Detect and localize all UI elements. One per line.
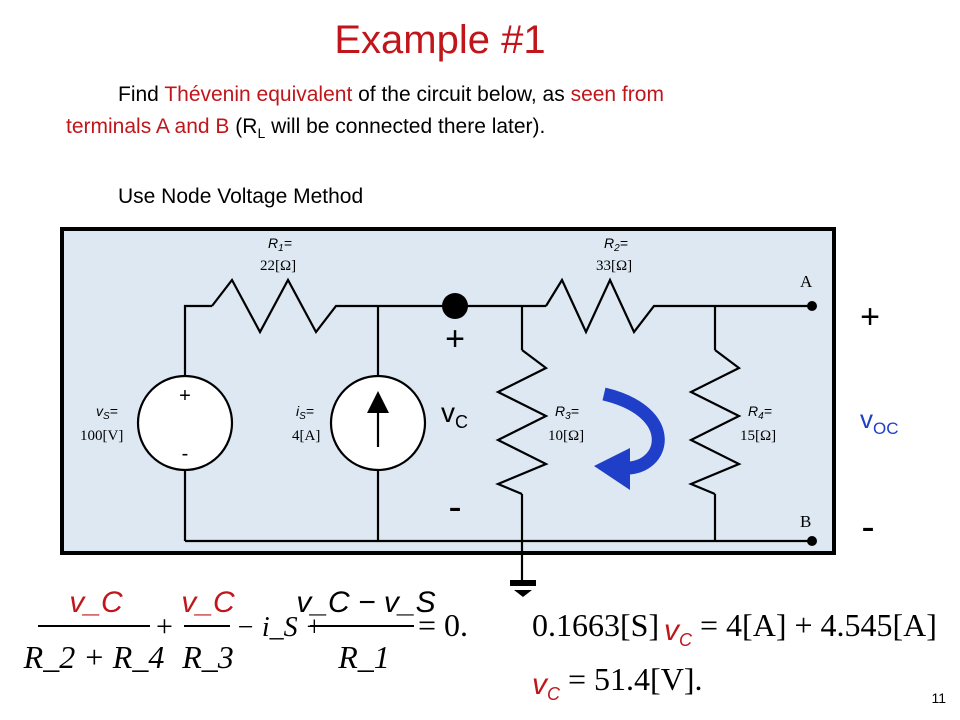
node-dot [442, 293, 468, 319]
r3-label: R3= [555, 403, 579, 422]
terminal-a-label: A [800, 272, 813, 291]
prompt-text: will be connected there later). [265, 115, 546, 138]
vs-label: vS= [96, 403, 118, 422]
eq1-term2-numerator: v_C [181, 586, 235, 619]
slide-title: Example #1 [334, 18, 546, 62]
r4-value: 15[Ω] [740, 428, 776, 444]
terminal-b-label: B [800, 512, 811, 531]
method-note: Use Node Voltage Method [118, 185, 364, 208]
is-value: 4[A] [292, 428, 320, 444]
prompt-text: of the circuit below, as [352, 83, 571, 106]
prompt-text: (R [229, 115, 258, 138]
vc-minus-sign: - [448, 485, 461, 529]
eq1-current-term: − i_S + [236, 612, 324, 643]
terminals-highlight: terminals A and B [66, 115, 230, 138]
loop-arrow-icon [594, 387, 665, 490]
vc-plus-sign: + [445, 320, 465, 358]
resistor-r1 [211, 277, 348, 335]
is-label: iS= [296, 403, 314, 422]
eq2-variable: vC [664, 614, 693, 650]
vs-value: 100[V] [80, 428, 123, 444]
coefficient-equation: 0.1663[S] vC = 4[A] + 4.545[A] [532, 607, 937, 650]
eq1-equals-zero: = 0. [418, 607, 468, 643]
resistor-r3 [495, 349, 549, 496]
rl-subscript: L [257, 125, 266, 141]
voc-plus-sign: + [860, 298, 880, 336]
slide-number: 11 [931, 690, 946, 706]
eq1-term4-denominator: R_1 [337, 639, 390, 675]
r3-value: 10[Ω] [548, 428, 584, 444]
resistor-r2 [545, 277, 666, 335]
eq1-term1-denominator: R_2 + R_4 [23, 639, 165, 675]
eq2-rhs: = 4[A] + 4.545[A] [700, 607, 937, 643]
r2-label: R2= [604, 235, 628, 254]
eq3-rhs: = 51.4[V]. [568, 661, 702, 697]
voc-minus-sign: - [861, 505, 874, 549]
eq3-variable: vC [532, 668, 561, 704]
result-equation: vC = 51.4[V]. [532, 661, 702, 704]
prompt-line-2: terminals A and B (RL will be connected … [66, 114, 545, 146]
thevenin-highlight: Thévenin equivalent [164, 83, 353, 106]
eq1-term4-numerator: v_C − v_S [296, 586, 435, 619]
terminal-a-dot [807, 301, 817, 311]
seen-from-highlight: seen from [570, 83, 664, 106]
r1-label: R1= [268, 235, 292, 254]
source-plus-sign: + [179, 385, 191, 407]
eq1-plus: + [156, 610, 173, 643]
terminal-b-dot [807, 536, 817, 546]
r2-value: 33[Ω] [596, 258, 632, 274]
eq2-coefficient: 0.1663[S] [532, 607, 659, 643]
voltage-source [136, 374, 234, 472]
voc-label: vOC [860, 404, 899, 438]
eq1-term1-numerator: v_C [69, 586, 123, 619]
resistor-r4 [688, 349, 742, 496]
r1-value: 22[Ω] [260, 258, 296, 274]
r4-label: R4= [748, 403, 772, 422]
prompt-line-1: Find Thévenin equivalent of the circuit … [118, 82, 664, 108]
prompt-text: Find [118, 83, 165, 106]
vc-label: vC [441, 397, 468, 432]
kcl-equation: v_C R_2 + R_4 + v_C R_3 − i_S + v_C − v_… [23, 586, 468, 675]
wires [183, 304, 812, 583]
ground-icon [510, 580, 536, 597]
eq1-term2-denominator: R_3 [181, 639, 234, 675]
source-minus-sign: - [182, 443, 189, 465]
